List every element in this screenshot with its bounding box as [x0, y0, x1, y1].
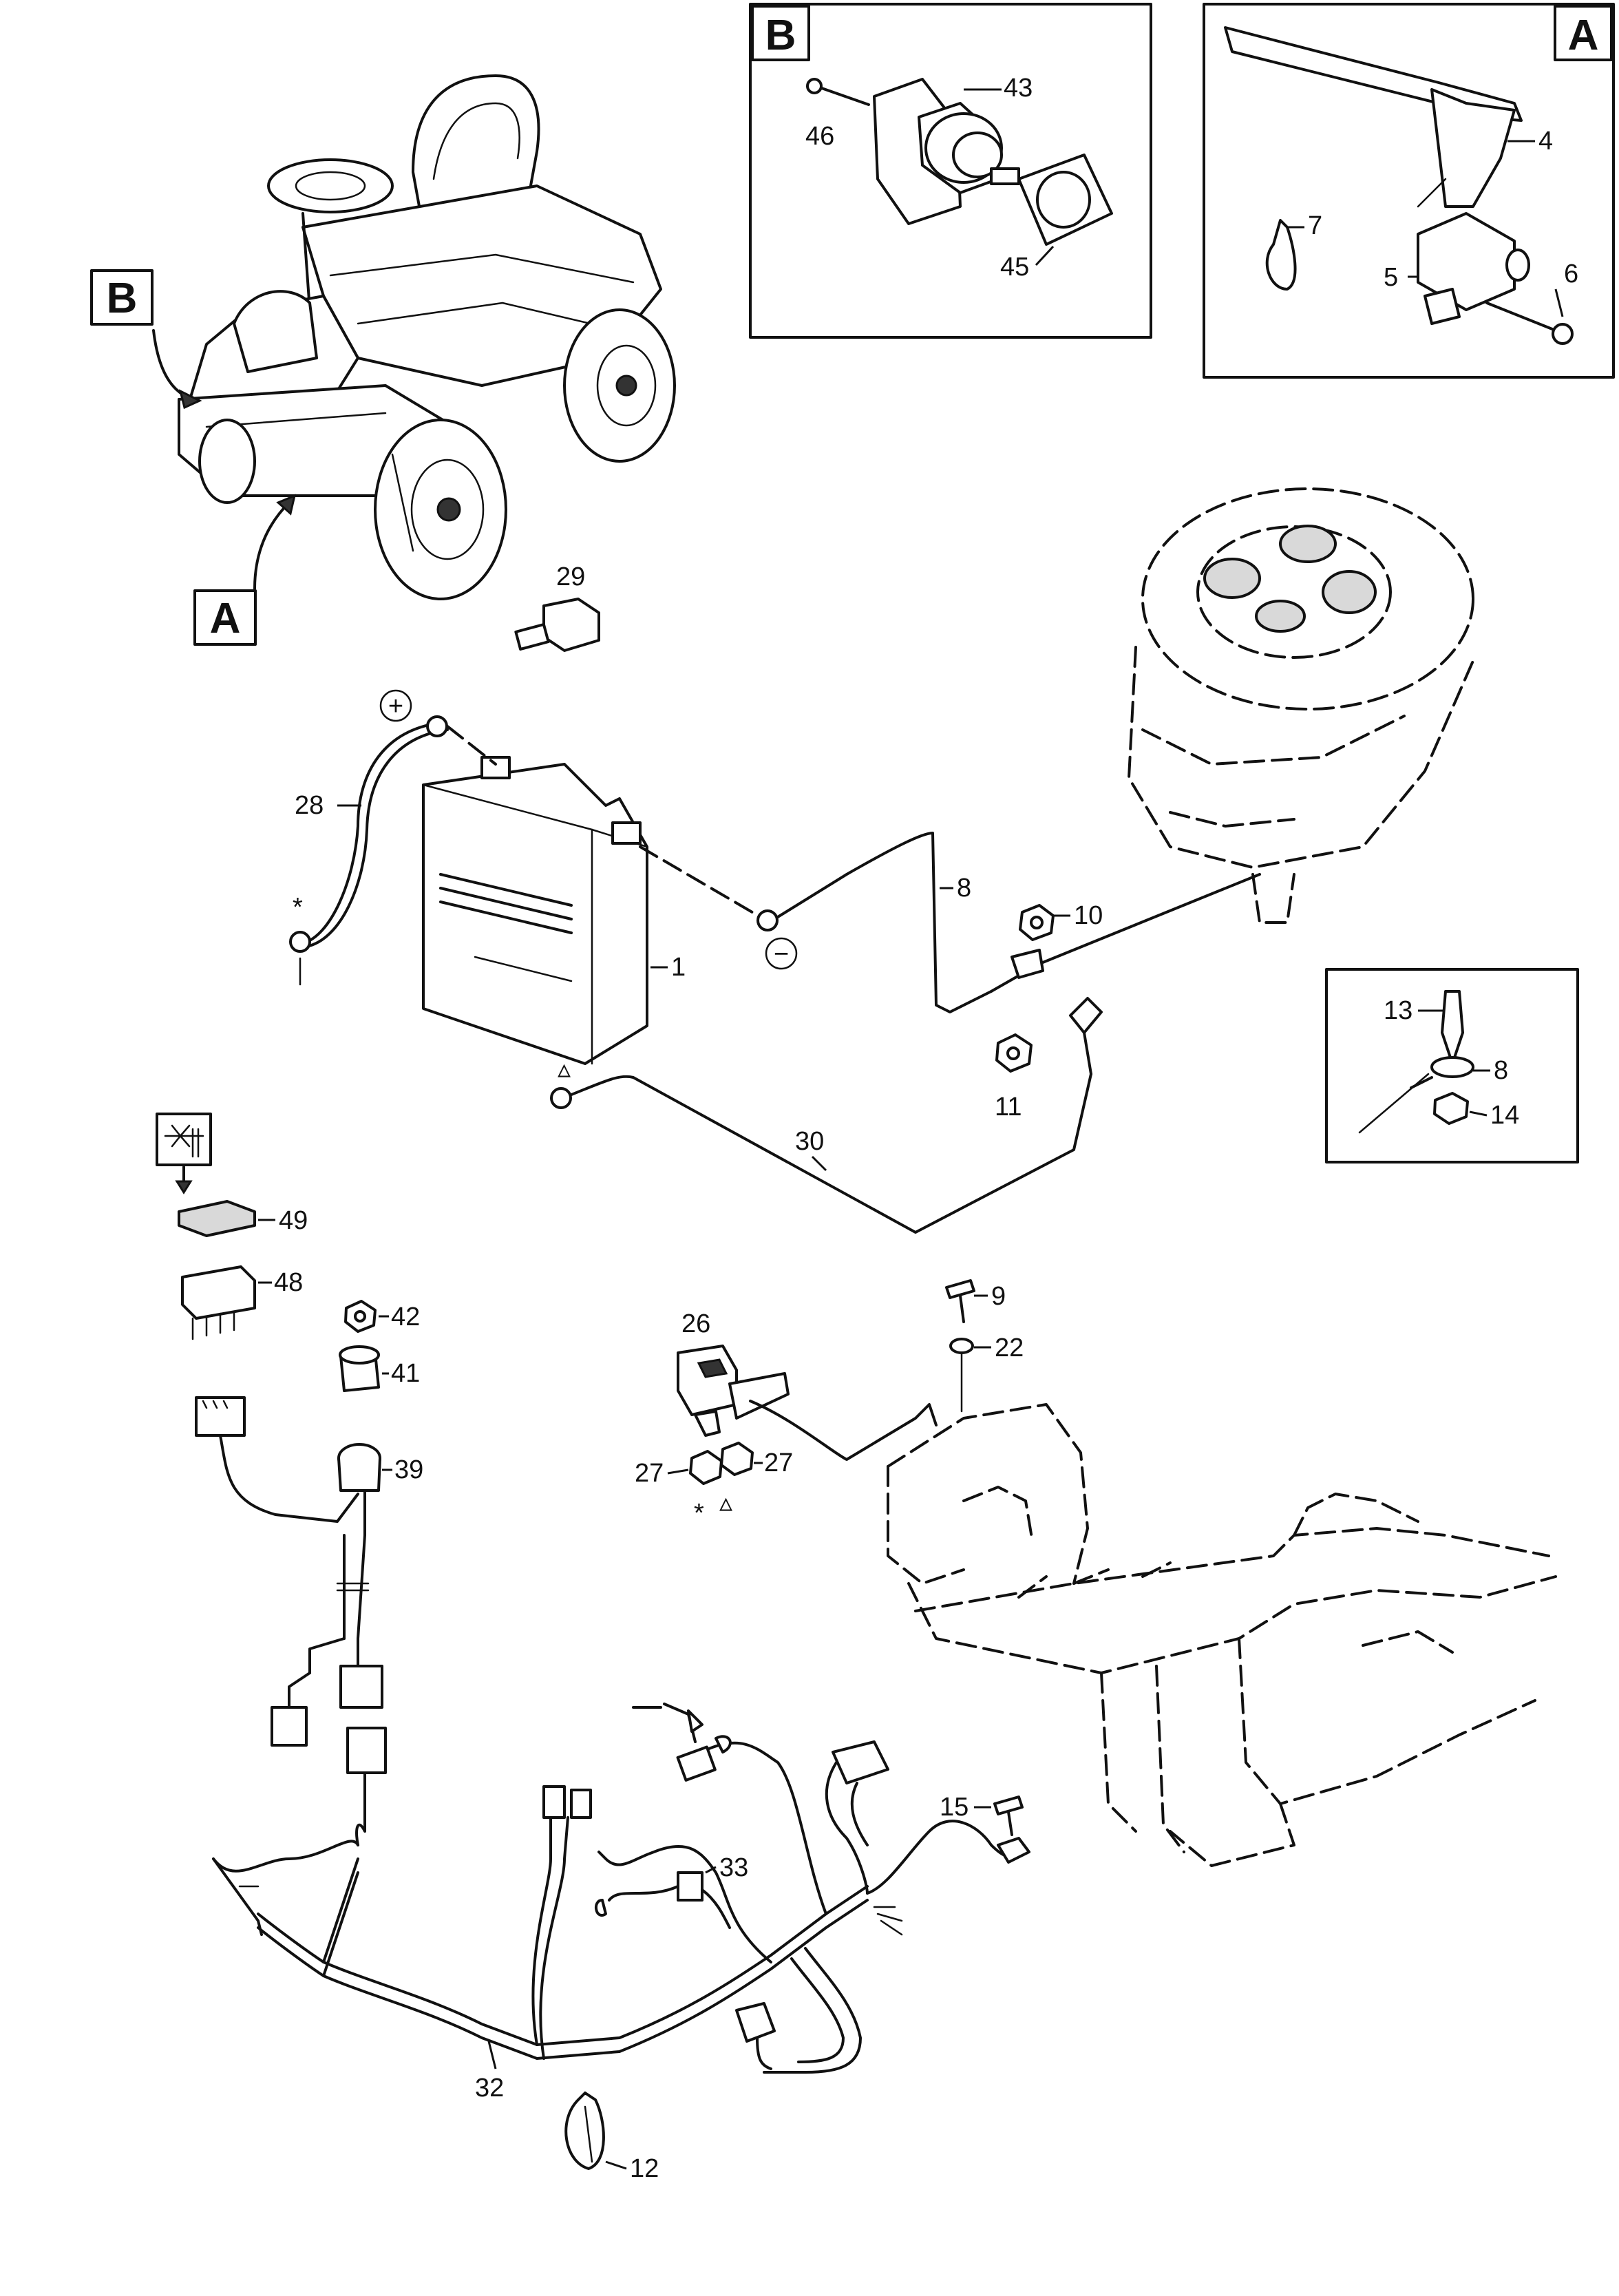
engine-icon: [1128, 487, 1474, 924]
label-10: 10: [1074, 901, 1103, 930]
label-11: 11: [995, 1093, 1022, 1121]
label-9: 9: [991, 1282, 1006, 1311]
screw-part-15: 15: [940, 1793, 1024, 1836]
label-39: 39: [394, 1455, 423, 1484]
label-7: 7: [1308, 211, 1322, 240]
switch-bracket-part-26: 26 27 27 * ▵: [635, 1309, 938, 1528]
inset-a-letter: A: [1568, 12, 1599, 59]
label-46: 46: [805, 122, 834, 151]
label-48: 48: [274, 1268, 303, 1297]
cutting-height-symbol-icon: [164, 1124, 204, 1158]
label-30: 30: [795, 1127, 824, 1156]
callout-b: B: [90, 269, 202, 410]
triangle-symbol-1: ▵: [558, 1055, 571, 1084]
callout-a: A: [193, 494, 297, 646]
label-27b: 27: [764, 1449, 793, 1477]
bracket-part-4: [1224, 26, 1523, 208]
label-12: 12: [630, 2154, 659, 2183]
label-33: 33: [719, 1853, 748, 1882]
connector-part-29: 29: [514, 562, 600, 652]
label-8a: 8: [957, 874, 971, 903]
engine-grille-icon: [1203, 525, 1377, 633]
negative-cable-part-8: − 8: [639, 832, 993, 1013]
inset-a: A 7 4 5 6: [1203, 3, 1615, 379]
plus-symbol: +: [388, 692, 403, 721]
inset-b: B 43 46 45: [749, 3, 1152, 339]
ground-cable-part-30: ▵ 30: [550, 1055, 1092, 1234]
chassis-frame-icon: [887, 1403, 1557, 1867]
callout-b-letter: B: [107, 275, 138, 322]
inset-b-letter: B: [765, 12, 796, 59]
triangle-symbol-2: ▵: [719, 1488, 732, 1517]
label-13: 13: [1384, 996, 1412, 1025]
label-49: 49: [279, 1206, 308, 1235]
label-26: 26: [681, 1309, 710, 1338]
label-1: 1: [671, 953, 686, 982]
ignition-switch-part-43: [873, 78, 1020, 225]
seat-switch-part-5: [1417, 212, 1530, 325]
label-27a: 27: [635, 1459, 664, 1488]
label-5: 5: [1384, 263, 1398, 292]
label-28: 28: [295, 791, 324, 820]
wiring-harness-icon: 33 32: [195, 1396, 1030, 2103]
cable-tie-part-12: 12: [564, 2092, 659, 2183]
switch-parts-39-41-42: 42 41 39: [337, 1300, 423, 1492]
minus-symbol: −: [774, 940, 789, 969]
label-15: 15: [940, 1793, 969, 1822]
gasket-part-45: [1017, 154, 1113, 246]
label-6: 6: [1564, 260, 1578, 288]
ground-lead-group: 10 11: [990, 873, 1261, 1121]
asterisk-symbol-1: *: [293, 893, 303, 922]
battery-icon: 1: [422, 756, 686, 1065]
callout-a-letter: A: [210, 595, 241, 642]
label-42: 42: [391, 1303, 420, 1331]
label-22: 22: [995, 1334, 1024, 1362]
positive-cable-part-28: + * 28: [289, 689, 497, 986]
asterisk-symbol-2: *: [694, 1499, 704, 1528]
ride-on-mower-icon: [178, 74, 676, 600]
label-29: 29: [556, 562, 585, 591]
label-4: 4: [1538, 127, 1553, 156]
label-8b: 8: [1494, 1056, 1508, 1085]
label-45: 45: [1000, 253, 1029, 282]
label-41: 41: [391, 1359, 420, 1388]
screw-washer-parts-9-22: 9 22: [945, 1279, 1024, 1413]
cutting-height-switch-group: 49 48: [156, 1113, 308, 1340]
label-43: 43: [1004, 74, 1033, 103]
inset-ground-detail: 13 8 14: [1325, 968, 1579, 1163]
label-14: 14: [1490, 1101, 1519, 1130]
label-32: 32: [475, 2074, 504, 2103]
